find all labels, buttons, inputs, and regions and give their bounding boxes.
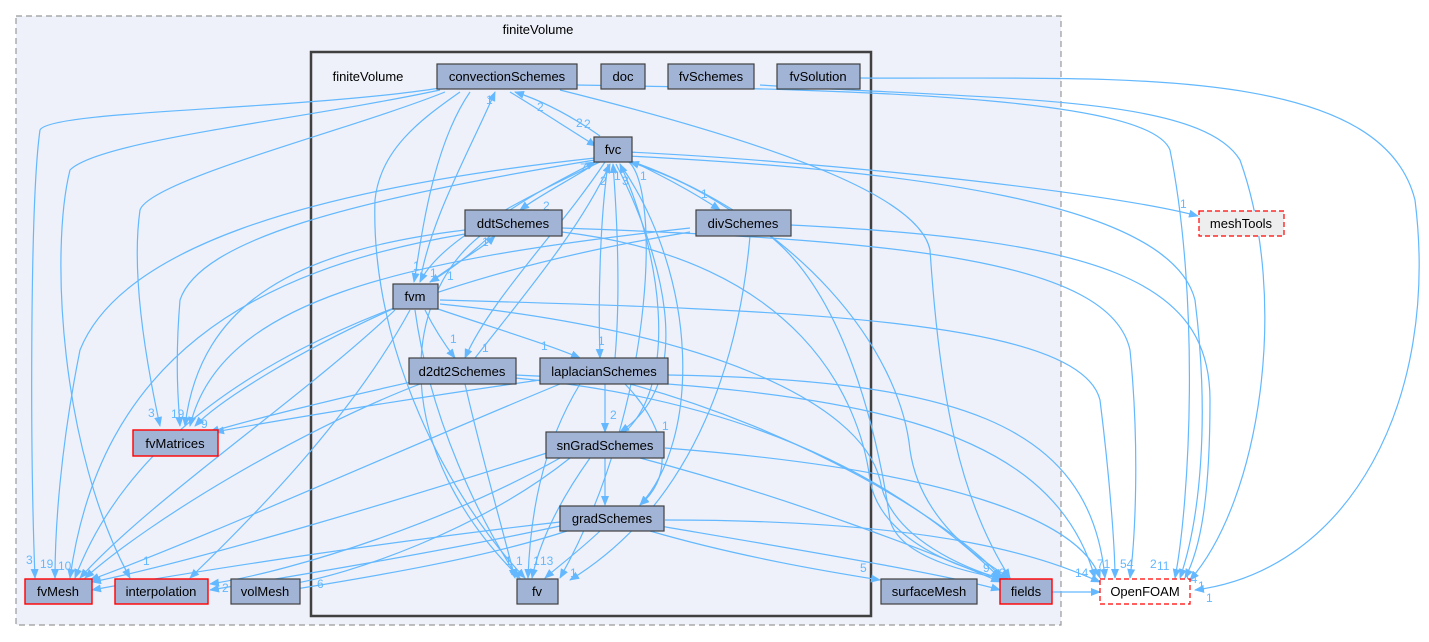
node-ddtschemes[interactable]: ddtSchemes: [464, 209, 563, 237]
node-label: ddtSchemes: [477, 216, 550, 231]
node-label: interpolation: [126, 584, 197, 599]
edge-labels: 1 2 2 2 1 7 2 3 1 2 1 1 1 1 1 1 1 1 1 1 …: [26, 93, 1213, 605]
outer-cluster-label: finiteVolume: [503, 22, 574, 37]
node-label: fvMatrices: [145, 436, 205, 451]
inner-cluster-label: finiteVolume: [333, 69, 404, 84]
node-label: fvm: [405, 289, 426, 304]
node-fvc[interactable]: fvc: [593, 136, 633, 163]
edge-label: 1: [482, 235, 489, 249]
edge-label: 6: [317, 577, 324, 591]
node-gradschemes[interactable]: gradSchemes: [559, 505, 665, 532]
edge-label: 1: [1206, 591, 1213, 605]
node-fvm[interactable]: fvm: [392, 283, 439, 310]
node-laplacianschemes[interactable]: laplacianSchemes: [539, 357, 669, 385]
edge-label: 1: [1198, 579, 1205, 593]
edge-label: 2: [222, 581, 229, 595]
edge-label: 2: [584, 117, 591, 131]
node-label: convectionSchemes: [449, 69, 566, 84]
node-fields[interactable]: fields: [999, 578, 1053, 605]
edge-label: 1: [598, 334, 605, 348]
edge-label: 14: [1075, 566, 1089, 580]
edge-label: 10: [58, 559, 72, 573]
node-label: laplacianSchemes: [551, 364, 657, 379]
edge-label: 1: [516, 554, 523, 568]
edge-label: 2: [999, 566, 1006, 580]
edge-label: 9: [201, 417, 208, 431]
edge-label: 1: [143, 554, 150, 568]
node-label: fields: [1011, 584, 1042, 599]
edge-label: 5: [860, 561, 867, 575]
node-label: fvSchemes: [679, 69, 744, 84]
node-fvmesh[interactable]: fvMesh: [24, 578, 93, 605]
node-fv[interactable]: fv: [516, 578, 559, 605]
node-convectionschemes[interactable]: convectionSchemes: [436, 63, 578, 90]
node-d2dt2schemes[interactable]: d2dt2Schemes: [408, 357, 517, 385]
edge-label: 13: [540, 554, 554, 568]
node-volmesh[interactable]: volMesh: [230, 578, 301, 605]
edge-label: 1: [533, 554, 540, 568]
edge-label: 19: [171, 407, 185, 421]
edge-label: 1: [413, 259, 420, 273]
edge-label: 1: [640, 169, 647, 183]
node-label: surfaceMesh: [892, 584, 966, 599]
node-fvschemes[interactable]: fvSchemes: [667, 63, 755, 90]
edge-label: 3: [622, 174, 629, 188]
node-label: OpenFOAM: [1110, 584, 1179, 599]
node-divschemes[interactable]: divSchemes: [695, 209, 792, 237]
node-fvmatrices[interactable]: fvMatrices: [132, 429, 219, 457]
edge-label: 2: [610, 408, 617, 422]
node-label: meshTools: [1210, 216, 1273, 231]
edge-label: 1: [447, 269, 454, 283]
edge-label: 71: [1097, 557, 1111, 571]
node-surfacemesh[interactable]: surfaceMesh: [880, 578, 978, 605]
edge-label: 2: [1150, 557, 1157, 571]
edge-label: 2: [543, 199, 550, 213]
node-label: gradSchemes: [572, 511, 653, 526]
edge-label: 3: [26, 553, 33, 567]
edge-label: 1: [701, 187, 708, 201]
node-label: volMesh: [241, 584, 289, 599]
node-label: fv: [532, 584, 543, 599]
edge-label: 54: [1120, 557, 1134, 571]
edge-label: 11: [1157, 559, 1170, 573]
edge-label: 3: [148, 406, 155, 420]
edge-label: 1: [486, 93, 493, 107]
edge-label: 1: [614, 169, 621, 183]
node-label: d2dt2Schemes: [419, 364, 506, 379]
node-label: doc: [613, 69, 634, 84]
edge-label: 9: [983, 561, 990, 575]
node-label: fvMesh: [37, 584, 79, 599]
node-label: fvSolution: [789, 69, 846, 84]
edge-label: 1: [450, 332, 457, 346]
edge-label: 1: [662, 419, 669, 433]
edge-label: 2: [576, 116, 583, 130]
node-label: fvc: [605, 142, 622, 157]
edge-label: 1: [482, 341, 489, 355]
edge-label: 1: [570, 566, 577, 580]
edges: [30, 77, 1420, 596]
edge-label: 1: [505, 554, 512, 568]
node-label: divSchemes: [708, 216, 779, 231]
node-openfoam[interactable]: OpenFOAM: [1099, 578, 1191, 605]
edge-label: 19: [40, 557, 54, 571]
node-sngradschemes[interactable]: snGradSchemes: [545, 431, 665, 459]
node-fvsolution[interactable]: fvSolution: [776, 63, 861, 90]
node-doc[interactable]: doc: [600, 63, 646, 90]
node-meshtools[interactable]: meshTools: [1198, 210, 1285, 237]
node-label: snGradSchemes: [557, 438, 654, 453]
edge-label: 7: [580, 161, 587, 175]
edge-label: 1: [541, 339, 548, 353]
edge-label: 2: [537, 100, 544, 114]
edge-label: 2: [600, 174, 607, 188]
node-interpolation[interactable]: interpolation: [114, 578, 209, 605]
edge-label: 1: [430, 266, 437, 280]
edge-label: 1: [1180, 197, 1187, 211]
